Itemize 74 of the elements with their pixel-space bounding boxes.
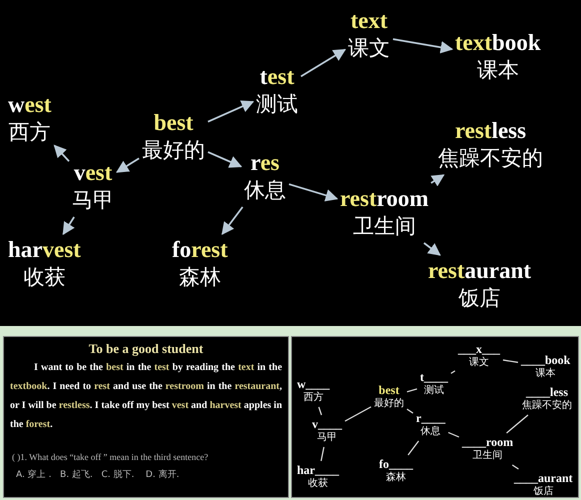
connector-line: [450, 370, 456, 374]
connector-line: [406, 408, 414, 414]
arrow: [62, 216, 75, 236]
chinese-meaning: 卫生间: [472, 449, 504, 462]
passage-text: I want to be the best in the test by reading the text in the textbook. I need to rest and use the restroom in the restaurant, or I will be restless. I take off my best vest and harvest apples in the forest.: [10, 361, 282, 432]
chinese-meaning: 最好的: [374, 397, 404, 410]
english-word: vest: [72, 160, 114, 186]
passage-title: To be a good student: [88, 341, 204, 357]
chinese-meaning: 课文: [468, 356, 490, 369]
english-word: text: [349, 8, 389, 34]
chinese-meaning: 课本: [476, 57, 520, 84]
question-text: ( )1. What does “take off ” mean in the third sentence?: [12, 452, 208, 462]
arrow: [208, 151, 242, 168]
english-word: ____aurant: [514, 472, 573, 485]
chinese-meaning: 饭店: [532, 485, 554, 498]
chinese-meaning: 测试: [256, 91, 298, 118]
chinese-meaning: 饭店: [458, 285, 502, 312]
english-word: restroom: [340, 186, 429, 212]
english-word: har____: [297, 464, 339, 477]
english-word: ___x___: [458, 343, 500, 356]
english-word: best: [152, 110, 194, 136]
arrow: [300, 48, 346, 78]
chinese-meaning: 森林: [178, 264, 222, 291]
answer-options: A. 穿上 . B. 起飞. C. 脱下. D. 离开.: [16, 468, 180, 481]
chinese-meaning: 焦躁不安的: [522, 399, 572, 412]
arrow: [116, 158, 140, 173]
chinese-meaning: 课本: [534, 367, 557, 380]
arrow: [54, 144, 70, 162]
arrow: [392, 38, 454, 54]
connector-line: [320, 446, 324, 462]
english-word: fo____: [379, 458, 413, 471]
chinese-meaning: 休息: [244, 177, 286, 204]
english-word: ____book: [521, 354, 570, 367]
english-word: test: [258, 64, 296, 90]
arrow: [288, 183, 338, 202]
chinese-meaning: 最好的: [142, 137, 205, 164]
english-word: harvest: [8, 237, 81, 263]
chinese-meaning: 测试: [423, 384, 445, 397]
arrow: [430, 174, 445, 186]
connector-line: [406, 388, 418, 392]
arrow: [208, 100, 254, 123]
chinese-meaning: 西方: [302, 391, 324, 404]
english-word: r____: [416, 412, 446, 425]
connector-line: [344, 406, 372, 422]
chinese-meaning: 收获: [22, 264, 66, 291]
chinese-meaning: 课文: [348, 35, 390, 62]
english-word: w____: [297, 378, 330, 391]
english-word: t____: [420, 371, 448, 384]
chinese-meaning: 收获: [307, 477, 329, 490]
chinese-meaning: 卫生间: [352, 213, 417, 240]
english-word: ____room: [462, 436, 514, 449]
english-word: textbook: [455, 30, 541, 56]
english-word: res: [250, 150, 280, 176]
chinese-meaning: 马甲: [316, 431, 338, 444]
arrow: [222, 206, 244, 235]
chinese-meaning: 西方: [8, 119, 52, 146]
english-word: restless: [454, 118, 528, 144]
chinese-meaning: 森林: [385, 471, 407, 484]
chinese-meaning: 马甲: [72, 187, 114, 214]
connector-line: [448, 432, 460, 438]
english-word: west: [8, 92, 52, 118]
english-word: best: [378, 384, 400, 397]
chinese-meaning: 休息: [420, 425, 442, 438]
connector-line: [408, 440, 420, 456]
connector-line: [506, 414, 528, 434]
connector-line: [318, 406, 322, 416]
arrow: [423, 242, 441, 256]
english-word: ____less: [524, 386, 569, 399]
english-word: restaurant: [428, 258, 532, 284]
chinese-meaning: 焦躁不安的: [438, 145, 543, 172]
connector-line: [512, 464, 519, 470]
connector-line: [502, 359, 518, 363]
english-word: forest: [172, 237, 228, 263]
english-word: v____: [312, 418, 342, 431]
